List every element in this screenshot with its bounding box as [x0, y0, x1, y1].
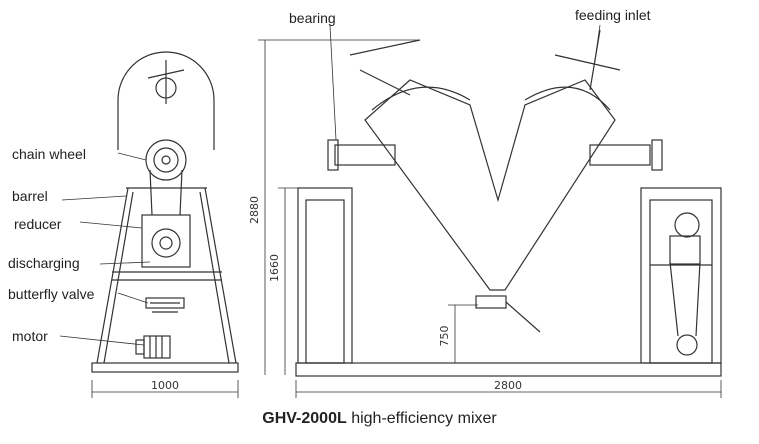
label-motor: motor [12, 328, 48, 344]
label-barrel: barrel [12, 188, 48, 204]
right-shaft [589, 144, 651, 166]
left-shaft [334, 144, 396, 166]
outlet [475, 295, 507, 309]
valve-body [145, 297, 185, 309]
motor-body [143, 335, 171, 359]
label-chain-wheel: chain wheel [12, 146, 86, 162]
dim-1660: 1660 [268, 254, 281, 282]
front-view [258, 24, 722, 398]
v-barrel [364, 79, 616, 291]
label-feeding-inlet: feeding inlet [575, 7, 651, 23]
caption-model: GHV-2000L [262, 410, 347, 427]
dim-2880: 2880 [248, 196, 261, 224]
label-discharging: discharging [8, 255, 80, 271]
reducer-body [141, 214, 191, 268]
dim-2800: 2800 [494, 379, 522, 392]
dim-1000: 1000 [151, 379, 179, 392]
front-base [295, 362, 722, 377]
barrel-outline [117, 51, 215, 150]
frame-left-leg [96, 187, 129, 364]
caption-description: high-efficiency mixer [351, 410, 497, 427]
label-bearing: bearing [289, 10, 336, 26]
chain-wheel-shape [145, 139, 187, 181]
label-butterfly-valve: butterfly valve [8, 286, 95, 302]
label-reducer: reducer [14, 216, 62, 232]
side-base [91, 362, 239, 373]
dim-750: 750 [438, 326, 451, 347]
front-motor [676, 334, 698, 356]
frame-right-leg [204, 187, 237, 364]
caption: GHV-2000L high-efficiency mixer [0, 410, 759, 428]
side-view [59, 51, 239, 398]
